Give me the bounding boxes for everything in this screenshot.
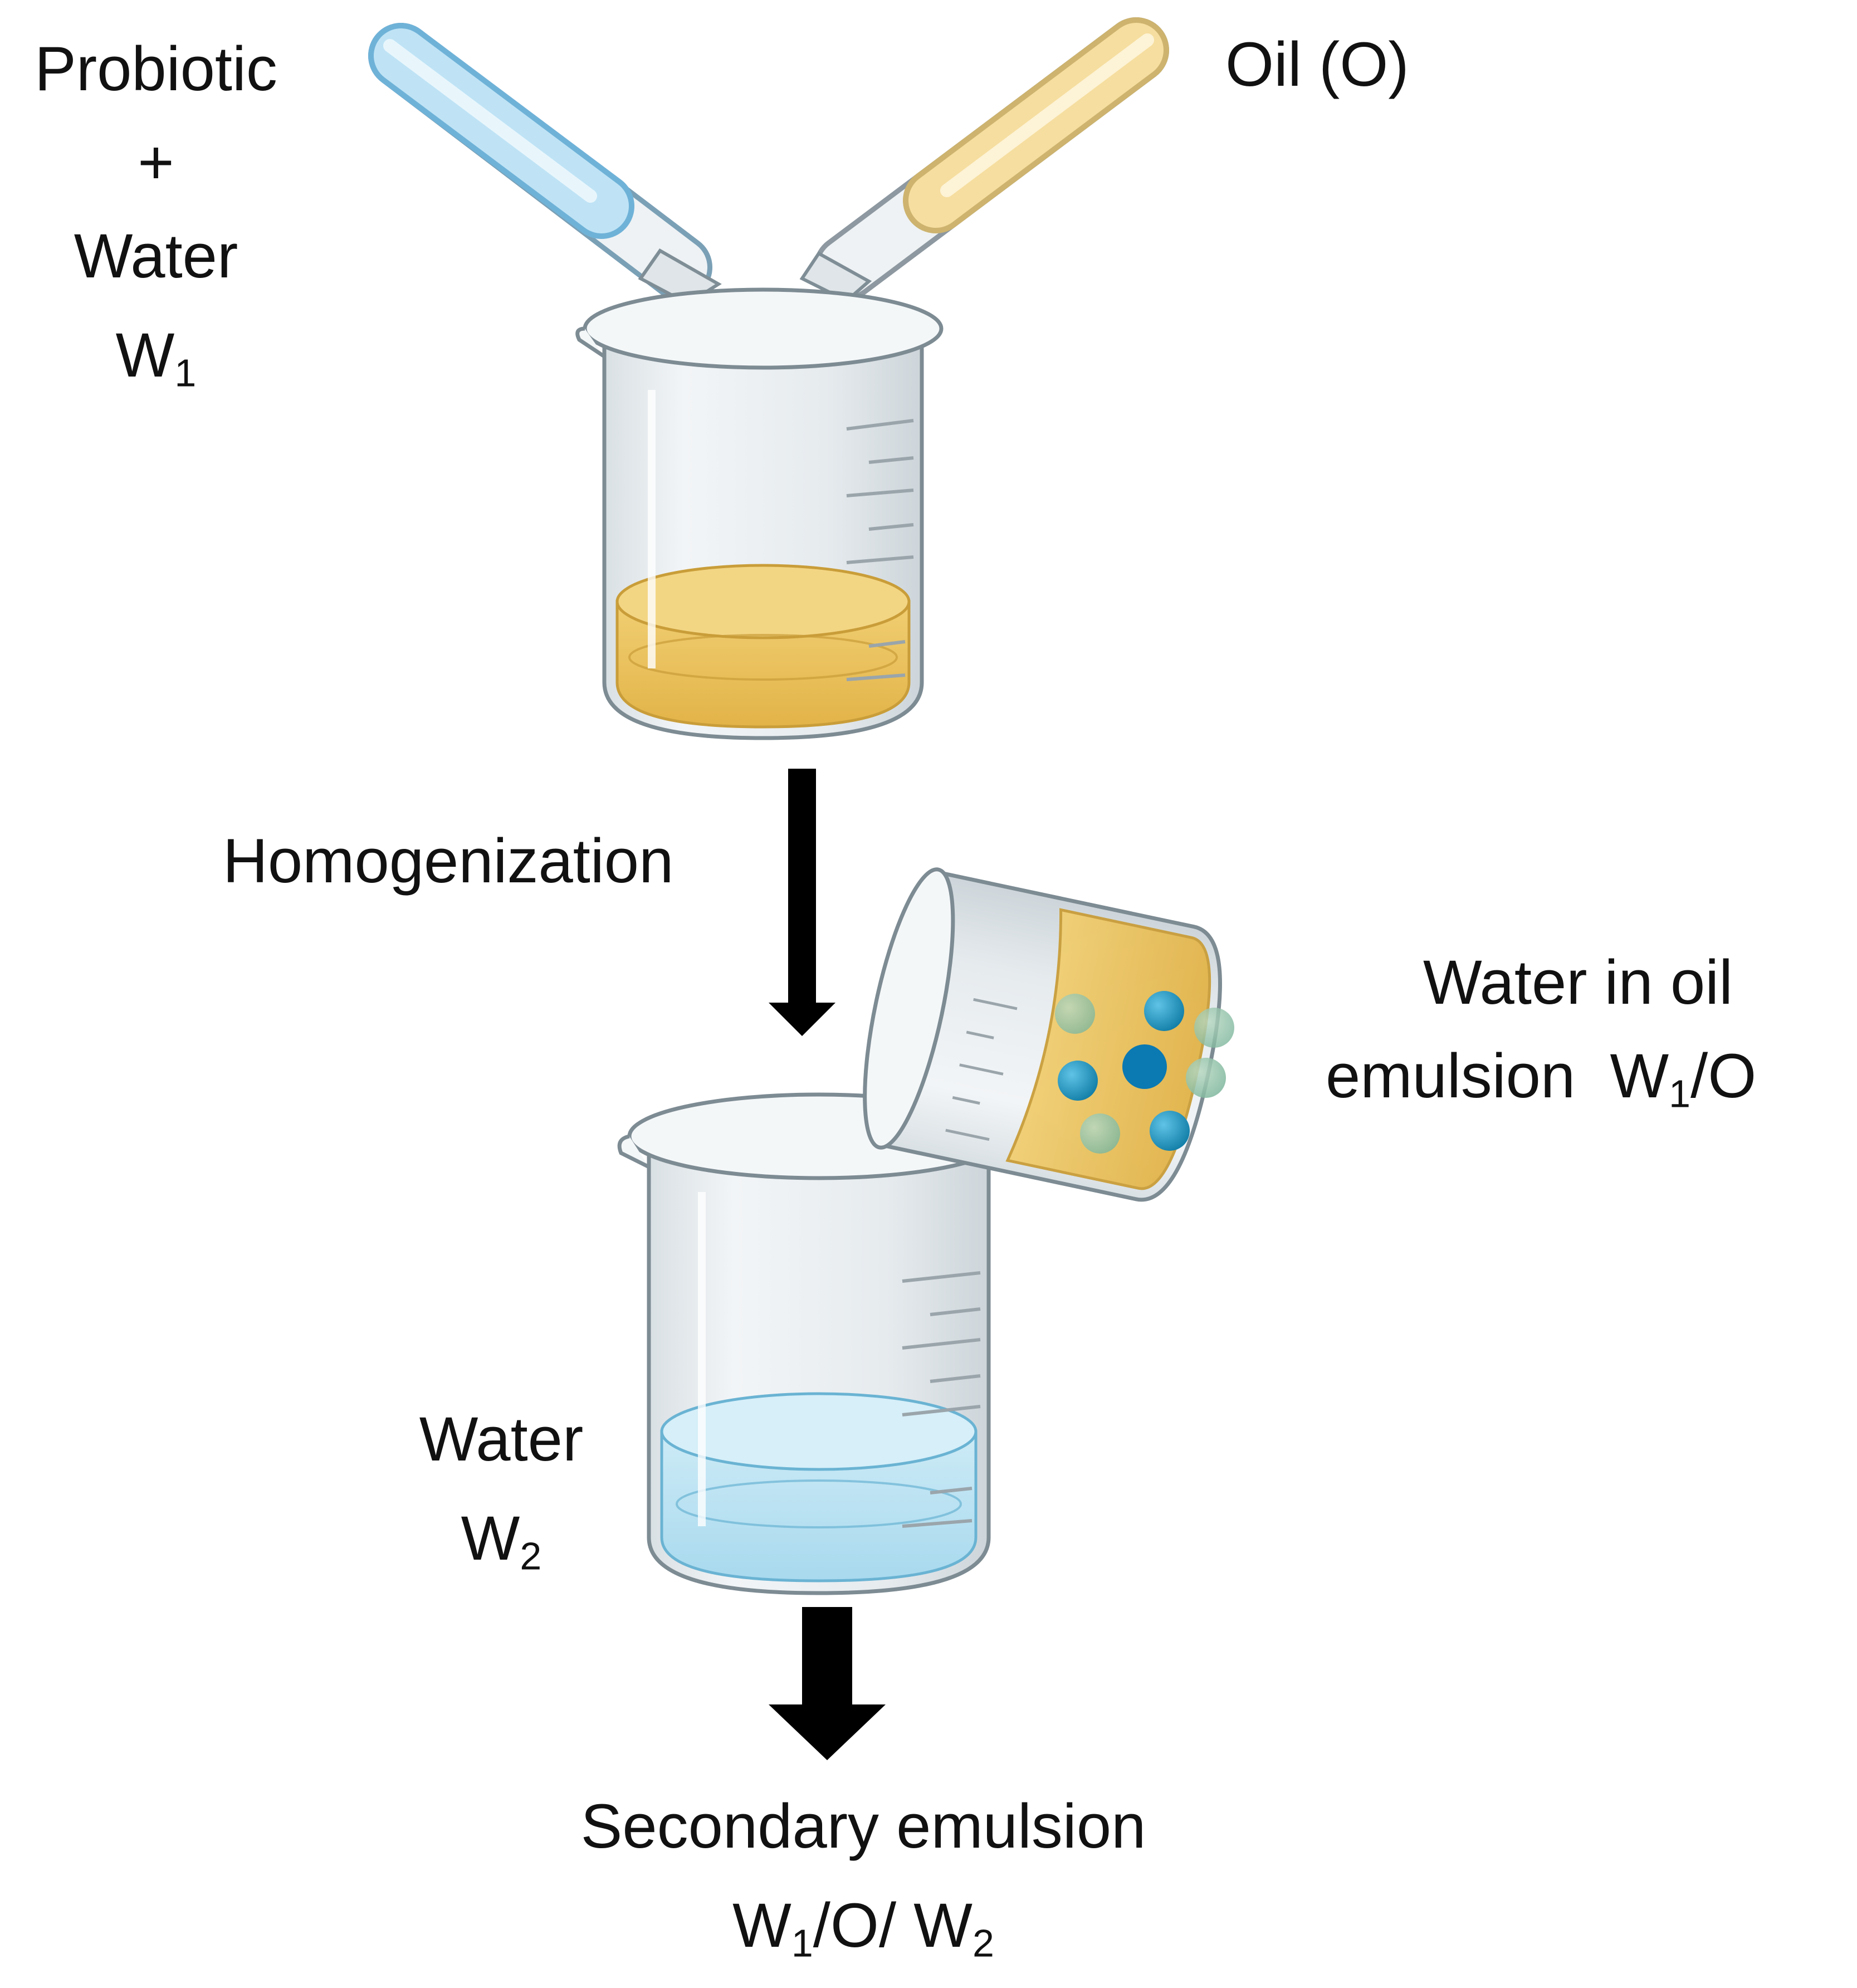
secondary-emulsion-text: Secondary emulsion [580, 1791, 1146, 1861]
homogenization-label: Homogenization [223, 826, 674, 896]
water-in-oil-text: Water in oil [1423, 947, 1733, 1017]
water-w2-label: Water W2 [395, 1393, 607, 1585]
probiotic-water-label: Probiotic + Water W1 [0, 22, 312, 402]
w1-symbol: W1 [115, 320, 197, 395]
arrow-homogenization [769, 769, 835, 1036]
w1ow2-symbol: W1/O/ W2 [732, 1891, 994, 1965]
secondary-emulsion-label: Secondary emulsion W1/O/ W2 [501, 1780, 1225, 1972]
pipette-blue [368, 23, 722, 306]
emulsion-line: emulsion W1/O [1326, 1041, 1757, 1116]
w2-symbol: W2 [461, 1503, 542, 1578]
water-text: Water [74, 221, 238, 291]
beaker-bottom [617, 1092, 1010, 1595]
beaker-tilted [863, 867, 1222, 1202]
water-text-2: Water [419, 1404, 584, 1474]
pipette-yellow [799, 17, 1169, 303]
w1o-symbol: W1/O [1610, 1041, 1757, 1116]
probiotic-text: Probiotic [35, 34, 277, 104]
plus-text: + [138, 128, 174, 197]
oil-label: Oil (O) [1225, 30, 1409, 99]
emulsion-droplets [1055, 991, 1234, 1154]
emulsion-label: Water in oil emulsion W1/O [1326, 936, 1756, 1123]
arrow-secondary [769, 1607, 886, 1760]
beaker-top [575, 287, 944, 740]
